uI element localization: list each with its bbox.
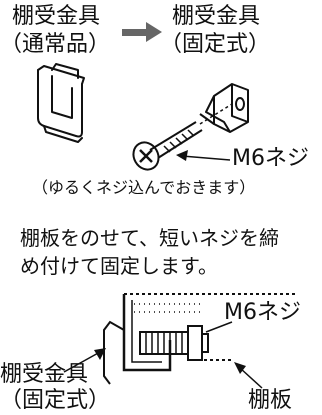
diagram-shelf-arrow: [234, 362, 263, 389]
diagram-bracket-subtitle: （固定式）: [0, 388, 111, 413]
instruction-line-1: 棚板をのせて、短いネジを締: [20, 226, 279, 250]
diagram-shelf-label: 棚板: [248, 388, 293, 413]
standard-bracket-subtitle: （通常品）: [0, 32, 111, 57]
standard-bracket-title: 棚受金具: [12, 4, 101, 29]
screw-drawing: [132, 103, 233, 171]
fixed-bracket-title: 棚受金具: [172, 4, 261, 29]
diagram-bracket-title: 棚受金具: [0, 362, 89, 387]
right-arrow-icon: [122, 22, 162, 42]
fixed-bracket-subtitle: （固定式）: [160, 32, 271, 57]
instruction-line-2: め付けて固定します。: [20, 254, 218, 278]
assembly-drawing: [103, 293, 296, 385]
fixed-bracket-drawing: [199, 83, 249, 133]
screw-label: M6ネジ: [232, 146, 309, 171]
screw-note: （ゆるくネジ込んでおきます）: [32, 178, 256, 197]
diagram-bracket-arrow: [63, 348, 106, 373]
screw-leader-arrow: [176, 150, 231, 161]
standard-bracket-drawing: [37, 63, 85, 143]
diagram-screw-leader: [205, 321, 233, 333]
diagram-screw-label: M6ネジ: [224, 300, 301, 325]
